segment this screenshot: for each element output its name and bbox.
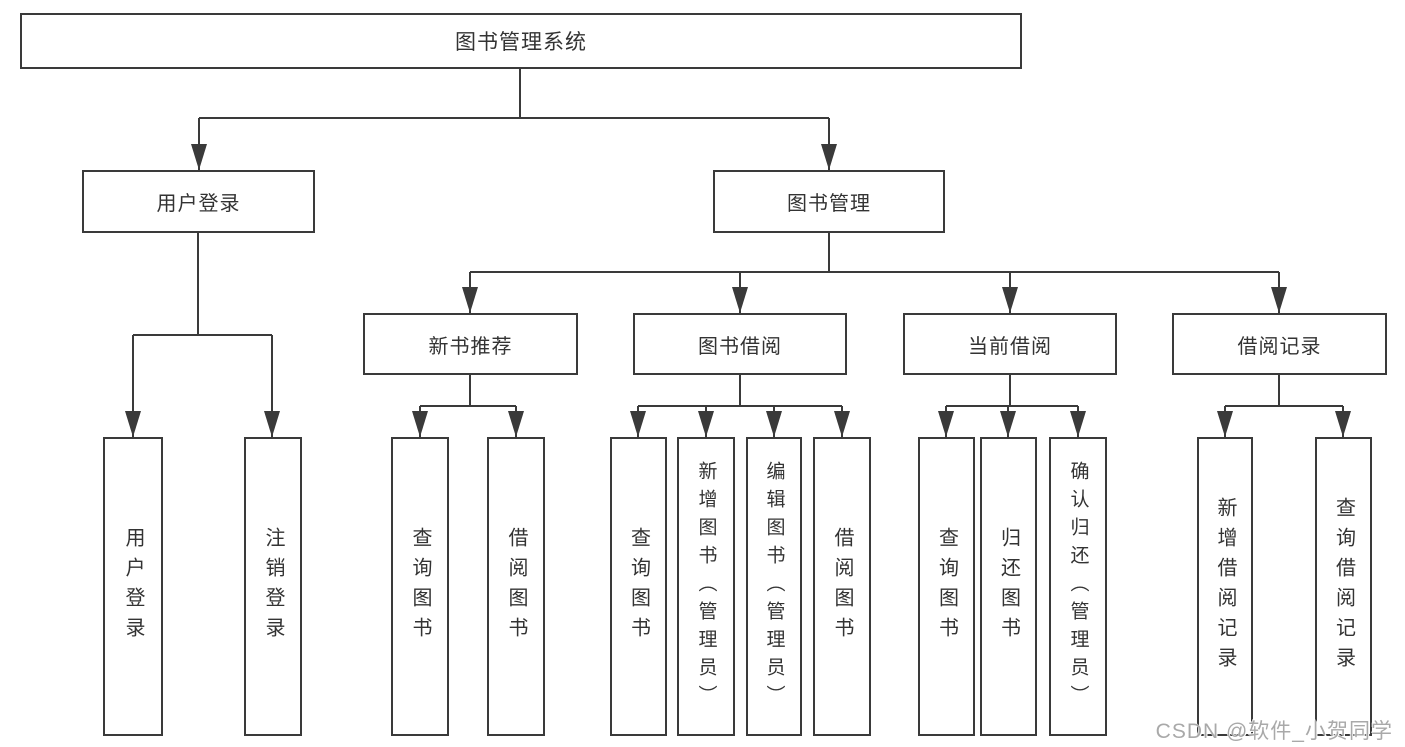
- node-book-management: 图书管理: [713, 170, 945, 233]
- node-book-borrowing: 图书借阅: [633, 313, 847, 375]
- leaf-query-books-recommend: 查询图书: [391, 437, 449, 736]
- leaf-borrow-books-recommend: 借阅图书: [487, 437, 545, 736]
- node-new-book-recommendation: 新书推荐: [363, 313, 578, 375]
- leaf-user-login: 用户登录: [103, 437, 163, 736]
- leaf-confirm-return-admin: 确认归还（管理员）: [1049, 437, 1107, 736]
- leaf-edit-book-admin: 编辑图书（管理员）: [746, 437, 802, 736]
- leaf-query-books-borrowing: 查询图书: [610, 437, 667, 736]
- leaf-add-borrow-record: 新增借阅记录: [1197, 437, 1253, 736]
- node-library-management-system: 图书管理系统: [20, 13, 1022, 69]
- leaf-return-books: 归还图书: [980, 437, 1037, 736]
- leaf-logout: 注销登录: [244, 437, 302, 736]
- leaf-query-books-current: 查询图书: [918, 437, 975, 736]
- leaf-query-borrow-record: 查询借阅记录: [1315, 437, 1372, 736]
- node-borrowing-records: 借阅记录: [1172, 313, 1387, 375]
- leaf-add-book-admin: 新增图书（管理员）: [677, 437, 735, 736]
- node-user-login: 用户登录: [82, 170, 315, 233]
- watermark: CSDN @软件_小贺同学: [1155, 720, 1393, 743]
- node-current-borrowing: 当前借阅: [903, 313, 1117, 375]
- leaf-borrow-books-borrowing: 借阅图书: [813, 437, 871, 736]
